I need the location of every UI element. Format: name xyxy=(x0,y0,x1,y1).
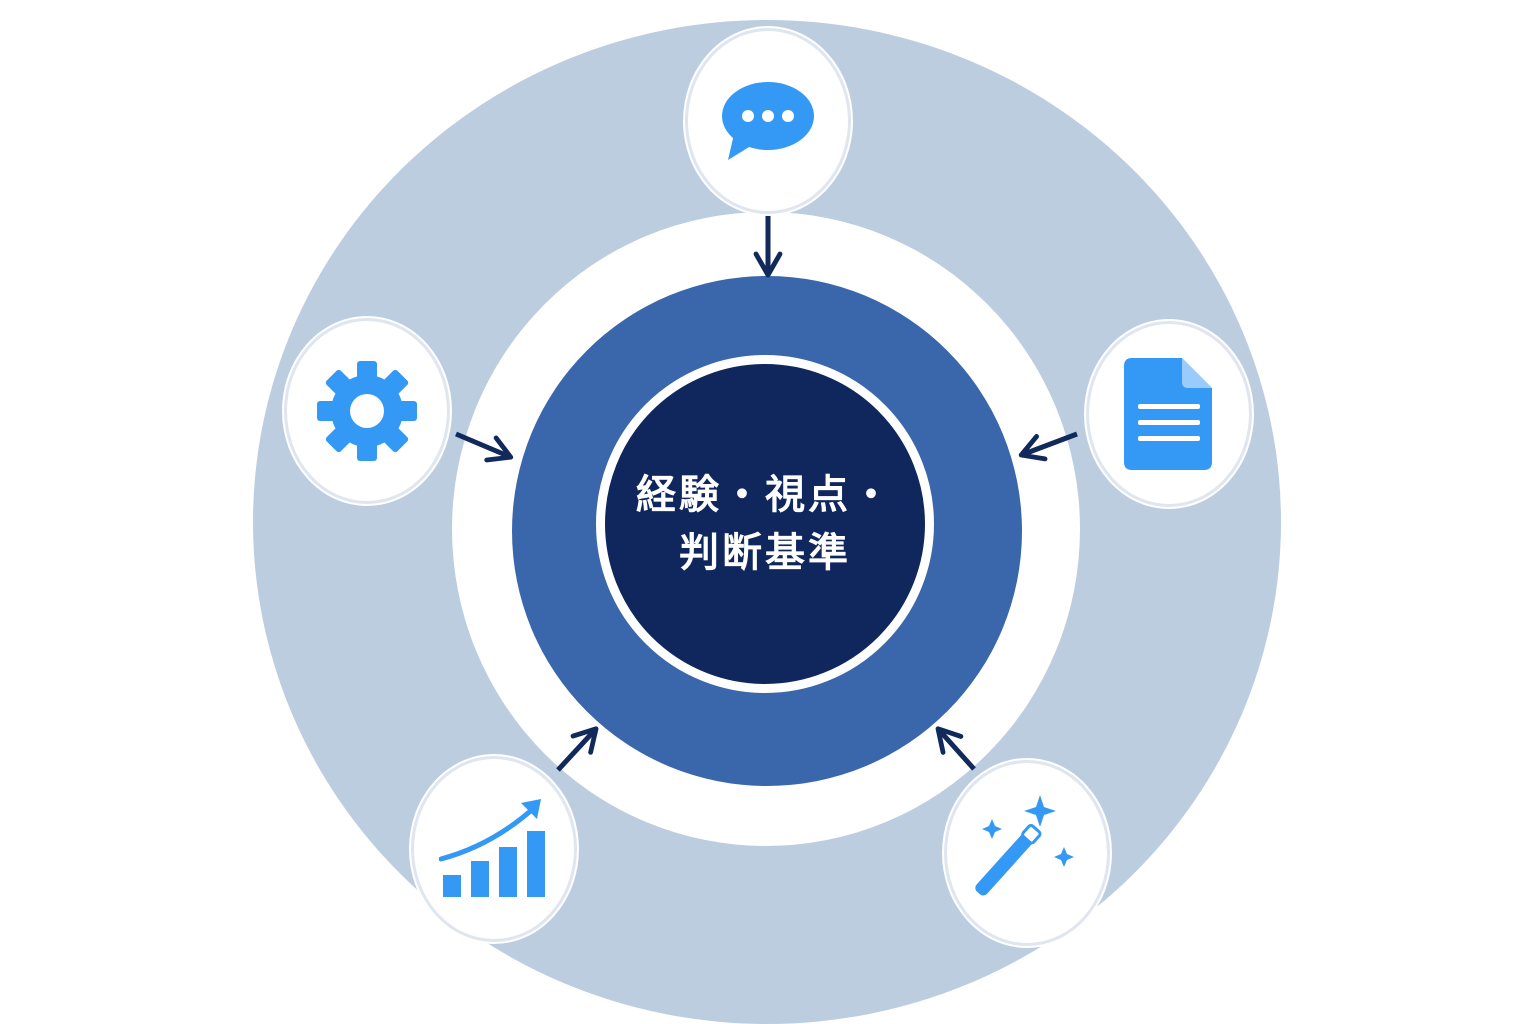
growth-chart-icon xyxy=(439,799,545,897)
core-label: 経験・視点・ 判断基準 xyxy=(605,364,925,684)
node-chat xyxy=(685,28,851,214)
node-document xyxy=(1086,321,1252,507)
magic-wand-icon xyxy=(975,795,1074,896)
node-magic-wand xyxy=(944,760,1110,946)
node-gear xyxy=(284,318,450,504)
core-label-line-2: 判断基準 xyxy=(679,530,851,576)
gear-icon xyxy=(317,361,417,461)
node-growth-chart xyxy=(411,756,577,942)
core-circle: 経験・視点・ 判断基準 xyxy=(596,355,934,693)
core-label-line-1: 経験・視点・ xyxy=(636,472,894,518)
document-icon xyxy=(1124,358,1212,470)
chat-bubble-icon xyxy=(722,82,814,160)
